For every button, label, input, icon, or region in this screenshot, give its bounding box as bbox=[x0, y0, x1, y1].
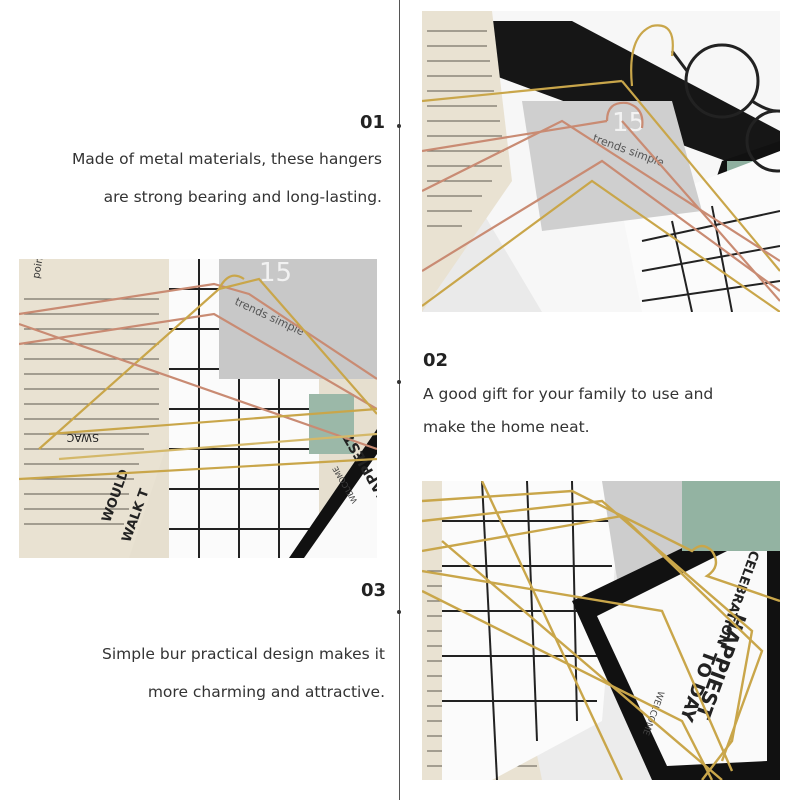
glasses-icon bbox=[670, 43, 780, 173]
feature-3-number: 03 bbox=[361, 580, 387, 601]
celebration-sign: CELEBRATION HAPPIEST TO DAY WELCOME bbox=[572, 481, 780, 780]
feature-3-line-2: more charming and attractive. bbox=[147, 683, 385, 701]
calendar-number: 15 bbox=[259, 259, 292, 288]
product-photo-rose-gold-hangers: 15 trends simple HAPPIEST WELCOME point bbox=[19, 259, 377, 558]
hangers bbox=[19, 274, 377, 481]
product-photo-hangers-with-glasses: NO 15 trends simple bbox=[422, 11, 780, 312]
feature-3-line-1: Simple bur practical design makes it bbox=[102, 645, 385, 663]
hangers bbox=[422, 24, 780, 312]
hangers bbox=[422, 481, 780, 780]
svg-text:SWAC: SWAC bbox=[66, 431, 99, 444]
feature-2-number: 02 bbox=[423, 350, 449, 371]
feature-2-line-1: A good gift for your family to use and bbox=[423, 385, 714, 403]
feature-2-line-2: make the home neat. bbox=[423, 418, 590, 436]
grid-paper bbox=[622, 151, 780, 312]
feature-1-number: 01 bbox=[360, 112, 386, 133]
feature-1-line-2: are strong bearing and long-lasting. bbox=[103, 188, 382, 206]
newspaper: points with firefight SWAC WOULD WALK T bbox=[19, 259, 169, 558]
newspaper bbox=[422, 11, 512, 312]
timeline-dot-3 bbox=[397, 610, 401, 614]
feature-1-line-1: Made of metal materials, these hangers bbox=[71, 150, 382, 168]
product-photo-gold-hangers: CELEBRATION HAPPIEST TO DAY WELCOME bbox=[422, 481, 780, 780]
timeline-dot-1 bbox=[397, 124, 401, 128]
timeline-line bbox=[399, 0, 400, 800]
timeline-dot-2 bbox=[397, 380, 401, 384]
